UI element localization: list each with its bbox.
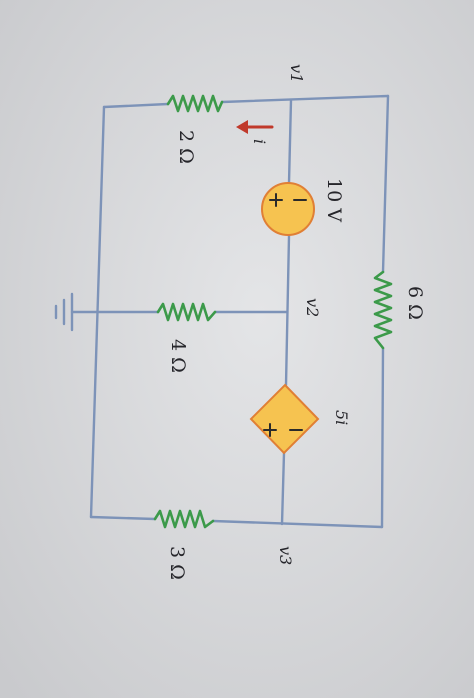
label-6ohm: 6 Ω: [404, 286, 426, 320]
label-node-v1: v1: [287, 64, 306, 83]
current-arrow-icon: [236, 120, 274, 134]
wire-bottom-left: [89, 515, 157, 521]
wire-top-right: [220, 94, 390, 104]
wire-middle-lower: [280, 451, 286, 526]
label-10v: 10 V: [323, 178, 345, 222]
circuit-wires: [70, 94, 390, 529]
wire-right-lower: [380, 346, 385, 529]
label-node-v2: v2: [303, 298, 322, 317]
label-4ohm: 4 Ω: [167, 339, 189, 373]
wire-middle-mid: [284, 234, 291, 387]
label-dependent-5i: 5i: [332, 410, 351, 425]
ground-icon: [54, 292, 74, 332]
dependent-source-icon: [249, 383, 320, 455]
label-current-i: i: [250, 139, 269, 144]
label-3ohm: 3 Ω: [166, 546, 188, 580]
wire-right-upper: [381, 94, 390, 274]
wire-top-left: [102, 102, 170, 109]
resistor-4ohm: [156, 302, 217, 322]
resistor-6ohm: [373, 270, 393, 350]
resistor-3ohm: [153, 509, 215, 529]
label-2ohm: 2 Ω: [175, 130, 197, 164]
wire-bottom-right: [211, 519, 384, 529]
label-node-v3: v3: [276, 546, 295, 565]
resistor-2ohm: [166, 94, 224, 113]
voltage-source-icon: [261, 182, 315, 236]
wire-middle-upper: [287, 98, 293, 185]
